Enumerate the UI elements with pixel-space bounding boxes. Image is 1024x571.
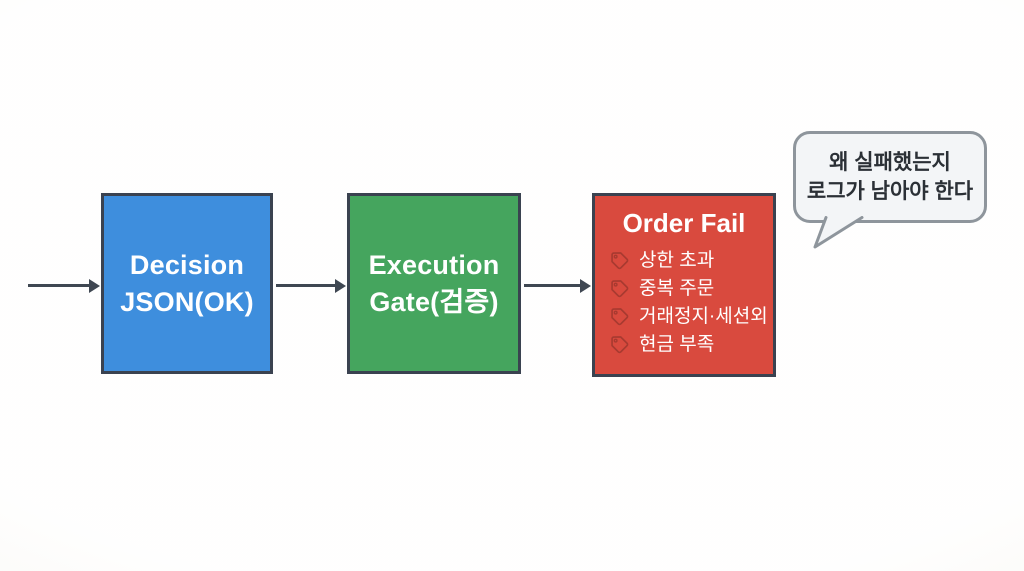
order-fail-list: 상한 초과 중복 주문 거래정지·세션외 현금 부족 <box>595 249 773 361</box>
node-order-fail: Order Fail 상한 초과 중복 주문 거래정지·세션외 <box>592 193 776 377</box>
node-decision-line2: JSON(OK) <box>120 286 254 317</box>
fail-item-halt-session: 거래정지·세션외 <box>609 305 773 328</box>
node-decision-label: Decision JSON(OK) <box>120 247 254 321</box>
tag-icon <box>609 250 630 271</box>
fail-item-label: 현금 부족 <box>639 334 715 355</box>
tag-icon <box>609 278 630 299</box>
speech-bubble-line2: 로그가 남아야 한다 <box>806 180 974 203</box>
node-execution-gate: Execution Gate(검증) <box>347 193 521 374</box>
speech-bubble-line1: 왜 실패했는지 <box>829 151 951 174</box>
speech-bubble: 왜 실패했는지 로그가 남아야 한다 <box>793 131 987 249</box>
node-execution-line1: Execution <box>368 249 500 280</box>
node-execution-line2: Gate(검증) <box>369 286 499 317</box>
fail-item-label: 중복 주문 <box>639 278 715 299</box>
flow-arrow-execution-to-orderfail <box>524 278 591 293</box>
node-decision-json: Decision JSON(OK) <box>101 193 273 374</box>
fail-item-label: 상한 초과 <box>639 250 715 271</box>
fail-item-duplicate-order: 중복 주문 <box>609 277 773 300</box>
fail-item-insufficient-cash: 현금 부족 <box>609 333 773 356</box>
node-execution-label: Execution Gate(검증) <box>369 247 500 321</box>
order-fail-title: Order Fail <box>622 208 746 238</box>
flow-arrow-decision-to-execution <box>276 278 346 293</box>
node-decision-line1: Decision <box>129 249 245 280</box>
tag-icon <box>609 306 630 327</box>
tag-icon <box>609 334 630 355</box>
flow-arrow-incoming <box>28 278 100 293</box>
speech-bubble-tail <box>813 216 864 249</box>
fail-item-label: 거래정지·세션외 <box>639 306 768 327</box>
fail-item-limit-exceeded: 상한 초과 <box>609 249 773 272</box>
